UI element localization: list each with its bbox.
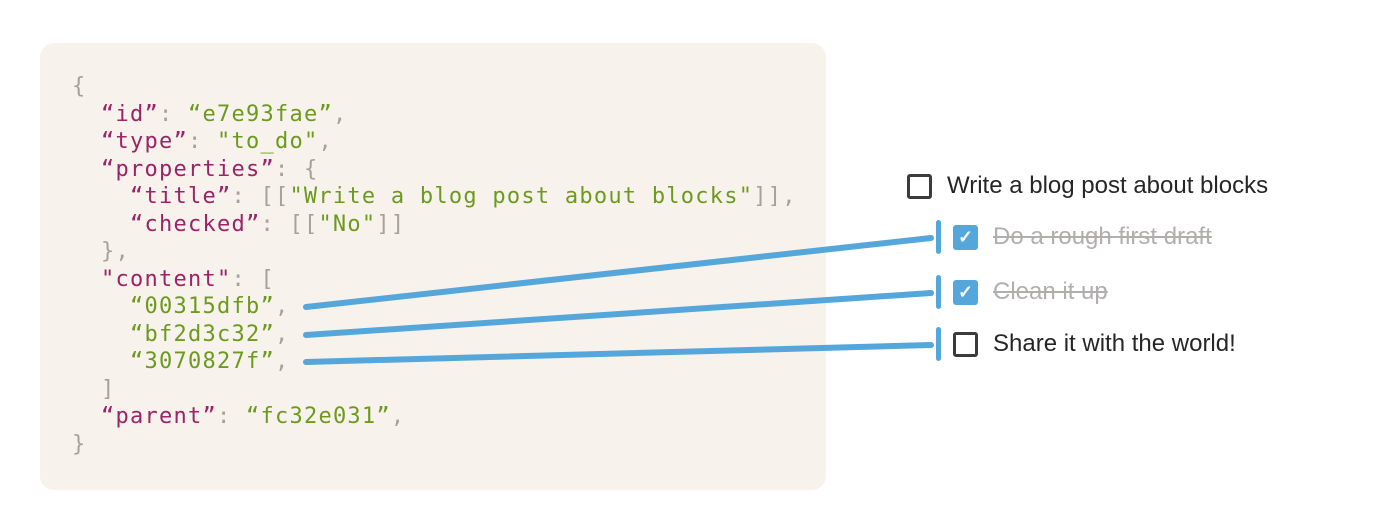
code-token-punc: , — [390, 404, 406, 429]
todo-label: Clean it up — [993, 278, 1108, 305]
code-line: “bf2d3c32”, — [72, 321, 826, 349]
code-block: { “id”: “e7e93fae”, “type”: "to_do", “pr… — [40, 43, 826, 458]
code-token-str: “3070827f” — [129, 349, 275, 374]
code-token-plain — [72, 267, 101, 292]
code-line: “properties”: { — [72, 156, 826, 184]
code-token-punc: , — [318, 129, 333, 154]
connector-endcap — [936, 327, 941, 361]
code-token-key: "content" — [101, 266, 232, 292]
code-token-plain — [72, 322, 130, 347]
code-token-str: "Write a blog post about blocks" — [289, 184, 754, 209]
code-token-punc: ]], — [753, 184, 797, 209]
code-line: “type”: "to_do", — [72, 128, 826, 156]
code-token-punc: , — [274, 321, 290, 347]
code-token-str: "No" — [318, 211, 377, 237]
code-token-punc: { — [72, 74, 87, 99]
todo-item: Share it with the world! — [936, 327, 1236, 361]
code-token-str: "to_do" — [216, 129, 319, 154]
connector-endcap — [936, 220, 941, 254]
code-token-str: “bf2d3c32” — [129, 321, 275, 347]
code-token-key: “id” — [101, 101, 159, 127]
todo-item: Write a blog post about blocks — [907, 172, 1269, 199]
todo-label: Write a blog post about blocks — [947, 172, 1269, 199]
code-token-str: “00315dfb” — [129, 294, 275, 319]
todo-label: Share it with the world! — [993, 330, 1236, 357]
code-token-punc: , — [274, 349, 290, 374]
code-token-plain — [72, 239, 101, 264]
code-line: “parent”: “fc32e031”, — [72, 403, 826, 431]
todo-checkbox-checked[interactable]: ✓ — [953, 279, 978, 305]
code-token-key: “title” — [129, 184, 232, 209]
code-token-punc: ] — [101, 376, 116, 402]
todo-checkbox-checked[interactable]: ✓ — [953, 224, 978, 250]
todo-label: Do a rough first draft — [993, 223, 1212, 250]
todo-checkbox-unchecked[interactable] — [907, 173, 932, 199]
code-line: }, — [72, 238, 826, 266]
code-token-plain — [72, 129, 101, 154]
code-line: { — [72, 73, 826, 101]
json-code-panel: { “id”: “e7e93fae”, “type”: "to_do", “pr… — [40, 43, 826, 490]
code-token-plain — [72, 377, 101, 402]
todo-checkbox-unchecked[interactable] — [953, 331, 978, 357]
code-token-plain — [72, 102, 101, 127]
code-token-punc: ]] — [376, 211, 406, 237]
code-token-punc: : [[ — [231, 184, 290, 209]
code-line: “3070827f”, — [72, 348, 826, 376]
code-token-key: “parent” — [101, 404, 217, 429]
code-token-str: “fc32e031” — [245, 404, 391, 429]
code-token-key: “properties” — [101, 156, 275, 182]
code-token-plain — [72, 184, 130, 209]
code-token-punc: : [ — [231, 266, 275, 292]
code-token-punc: , — [332, 101, 348, 127]
connector-endcap — [936, 275, 941, 309]
code-token-punc: , — [274, 294, 290, 319]
code-token-key: “checked” — [129, 211, 261, 237]
code-token-plain — [72, 294, 130, 319]
todo-item: ✓ Clean it up — [936, 275, 1108, 309]
code-line: “checked”: [["No"]] — [72, 211, 826, 239]
code-token-punc: }, — [101, 239, 130, 264]
code-token-punc: : — [216, 404, 246, 429]
code-token-punc: : — [187, 129, 217, 154]
todo-item: ✓ Do a rough first draft — [936, 220, 1212, 254]
code-token-punc: : [[ — [260, 211, 319, 237]
code-token-punc: : { — [274, 156, 319, 182]
code-token-punc: } — [72, 431, 87, 457]
code-token-plain — [72, 404, 101, 429]
code-line: “title”: [["Write a blog post about bloc… — [72, 183, 826, 211]
code-line: "content": [ — [72, 266, 826, 294]
code-token-plain — [72, 157, 101, 182]
code-token-plain — [72, 212, 130, 237]
code-line: } — [72, 431, 826, 459]
code-token-str: “e7e93fae” — [187, 101, 333, 127]
code-token-key: “type” — [101, 129, 188, 154]
code-line: “id”: “e7e93fae”, — [72, 101, 826, 129]
code-line: ] — [72, 376, 826, 404]
code-token-plain — [72, 349, 130, 374]
code-line: “00315dfb”, — [72, 293, 826, 321]
code-token-punc: : — [158, 101, 188, 127]
